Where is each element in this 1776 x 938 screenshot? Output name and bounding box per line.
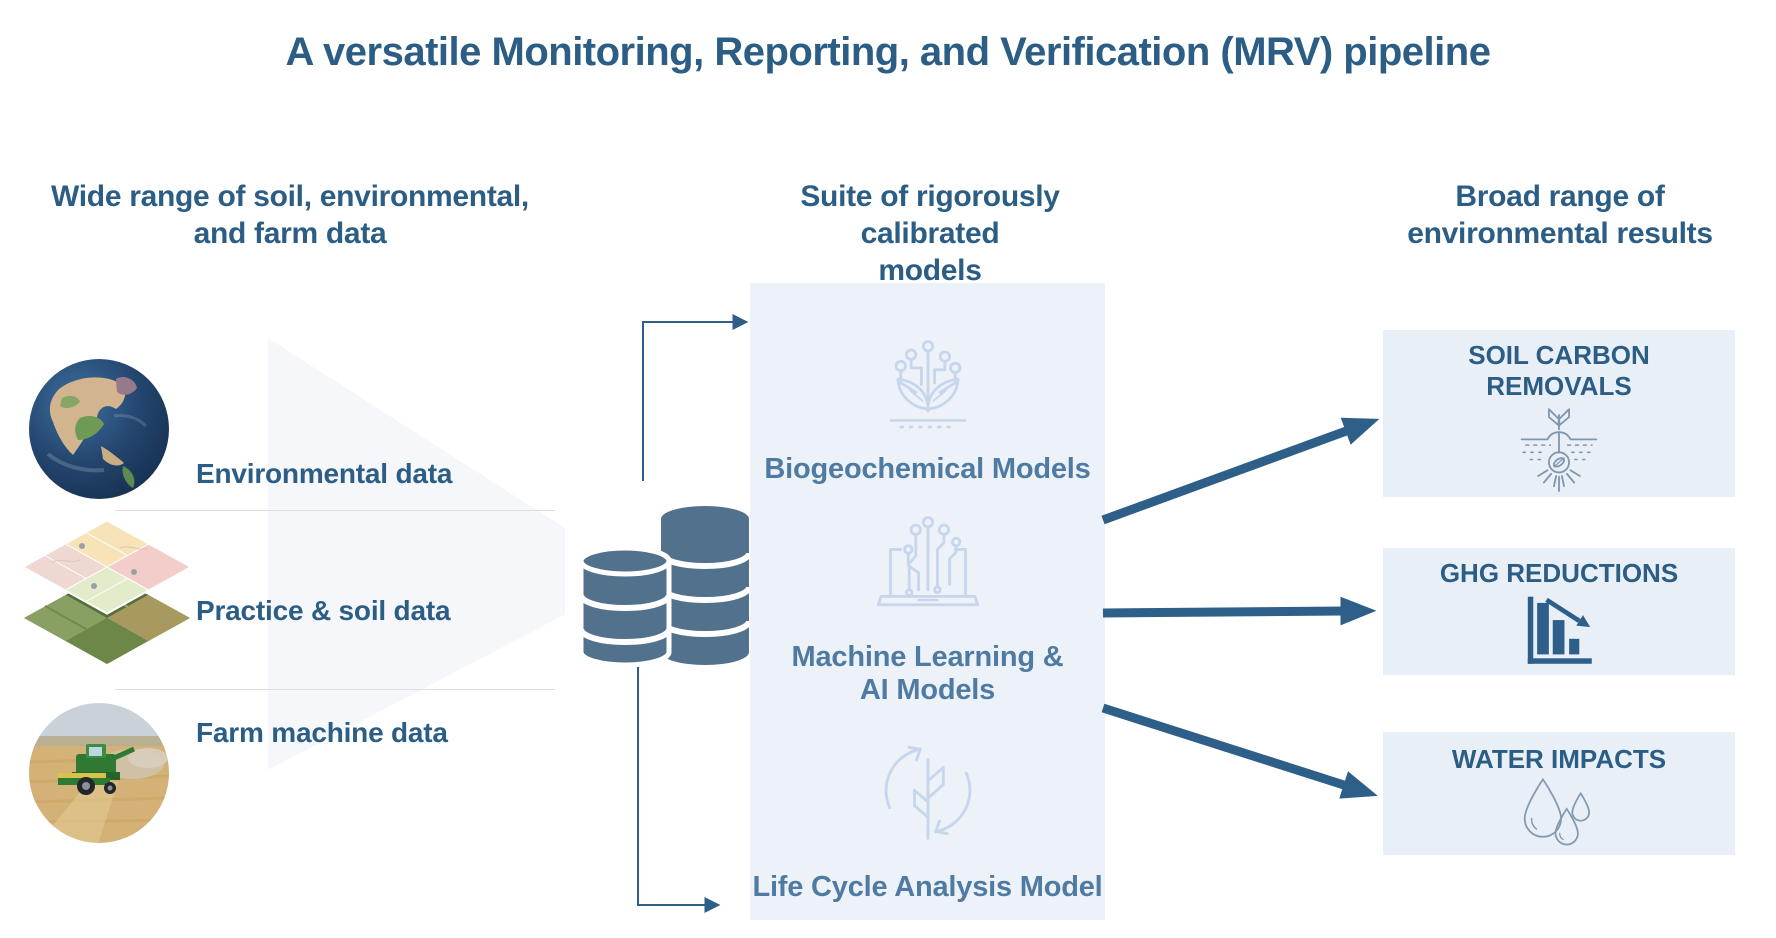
lifecycle-arrows-icon [870, 731, 985, 851]
laptop-circuit-icon [867, 507, 989, 625]
model-label-biogeochemical: Biogeochemical Models [764, 453, 1091, 485]
field-map-layers-image [20, 519, 194, 675]
models-header-line2: models [878, 254, 982, 287]
db-to-models-arrow-bottom [637, 652, 721, 913]
models-to-water-arrow [1101, 703, 1378, 799]
result-title-ghg: GHG REDUCTIONS [1439, 558, 1679, 588]
inputs-header-line1: Wide range of soil, environmental, [51, 180, 529, 213]
result-box-ghg: GHG REDUCTIONS [1383, 548, 1735, 675]
inputs-header-line2: and farm data [193, 217, 387, 250]
page-title: A versatile Monitoring, Reporting, and V… [285, 30, 1491, 74]
model-label-lifecycle: Life Cycle Analysis Model [752, 871, 1103, 903]
models-column-header: Suite of rigorously calibrated models [730, 178, 1130, 289]
models-to-soil-carbon-arrow [1101, 417, 1380, 525]
combine-machine [58, 744, 136, 795]
results-header-line2: environmental results [1407, 217, 1713, 250]
result-title-water: WATER IMPACTS [1451, 744, 1667, 774]
input-row-divider [115, 689, 555, 690]
plant-circuit-icon [867, 317, 989, 435]
input-row-divider [115, 510, 555, 511]
result-box-water: WATER IMPACTS [1383, 732, 1735, 855]
models-to-ghg-arrow [1102, 596, 1377, 626]
model-label-ml-ai: Machine Learning & AI Models [791, 641, 1064, 706]
earth-globe-image [28, 358, 170, 505]
practice-map-layer [20, 519, 194, 615]
ghg-bar-chart-icon [1519, 592, 1599, 675]
db-to-models-arrow-top [642, 314, 749, 481]
input-label-practice-soil: Practice & soil data [196, 595, 451, 626]
result-box-soil-carbon: SOIL CARBON REMOVALS [1383, 330, 1735, 497]
water-droplets-icon [1489, 777, 1629, 853]
input-label-environmental: Environmental data [196, 458, 453, 489]
results-header-line1: Broad range of [1455, 180, 1665, 213]
database-stack-icon [578, 503, 752, 673]
soil-carbon-icon [1500, 402, 1618, 499]
input-label-farm-machine: Farm machine data [196, 717, 448, 748]
data-funnel-shape [268, 338, 565, 770]
results-column-header: Broad range of environmental results [1360, 178, 1760, 252]
models-header-line1: Suite of rigorously calibrated [800, 180, 1060, 250]
models-panel: Biogeochemical Models Machine Learning &… [750, 283, 1105, 920]
inputs-column-header: Wide range of soil, environmental, and f… [30, 178, 550, 252]
combine-harvester-image [28, 702, 170, 849]
result-title-soil-carbon: SOIL CARBON REMOVALS [1468, 340, 1650, 401]
